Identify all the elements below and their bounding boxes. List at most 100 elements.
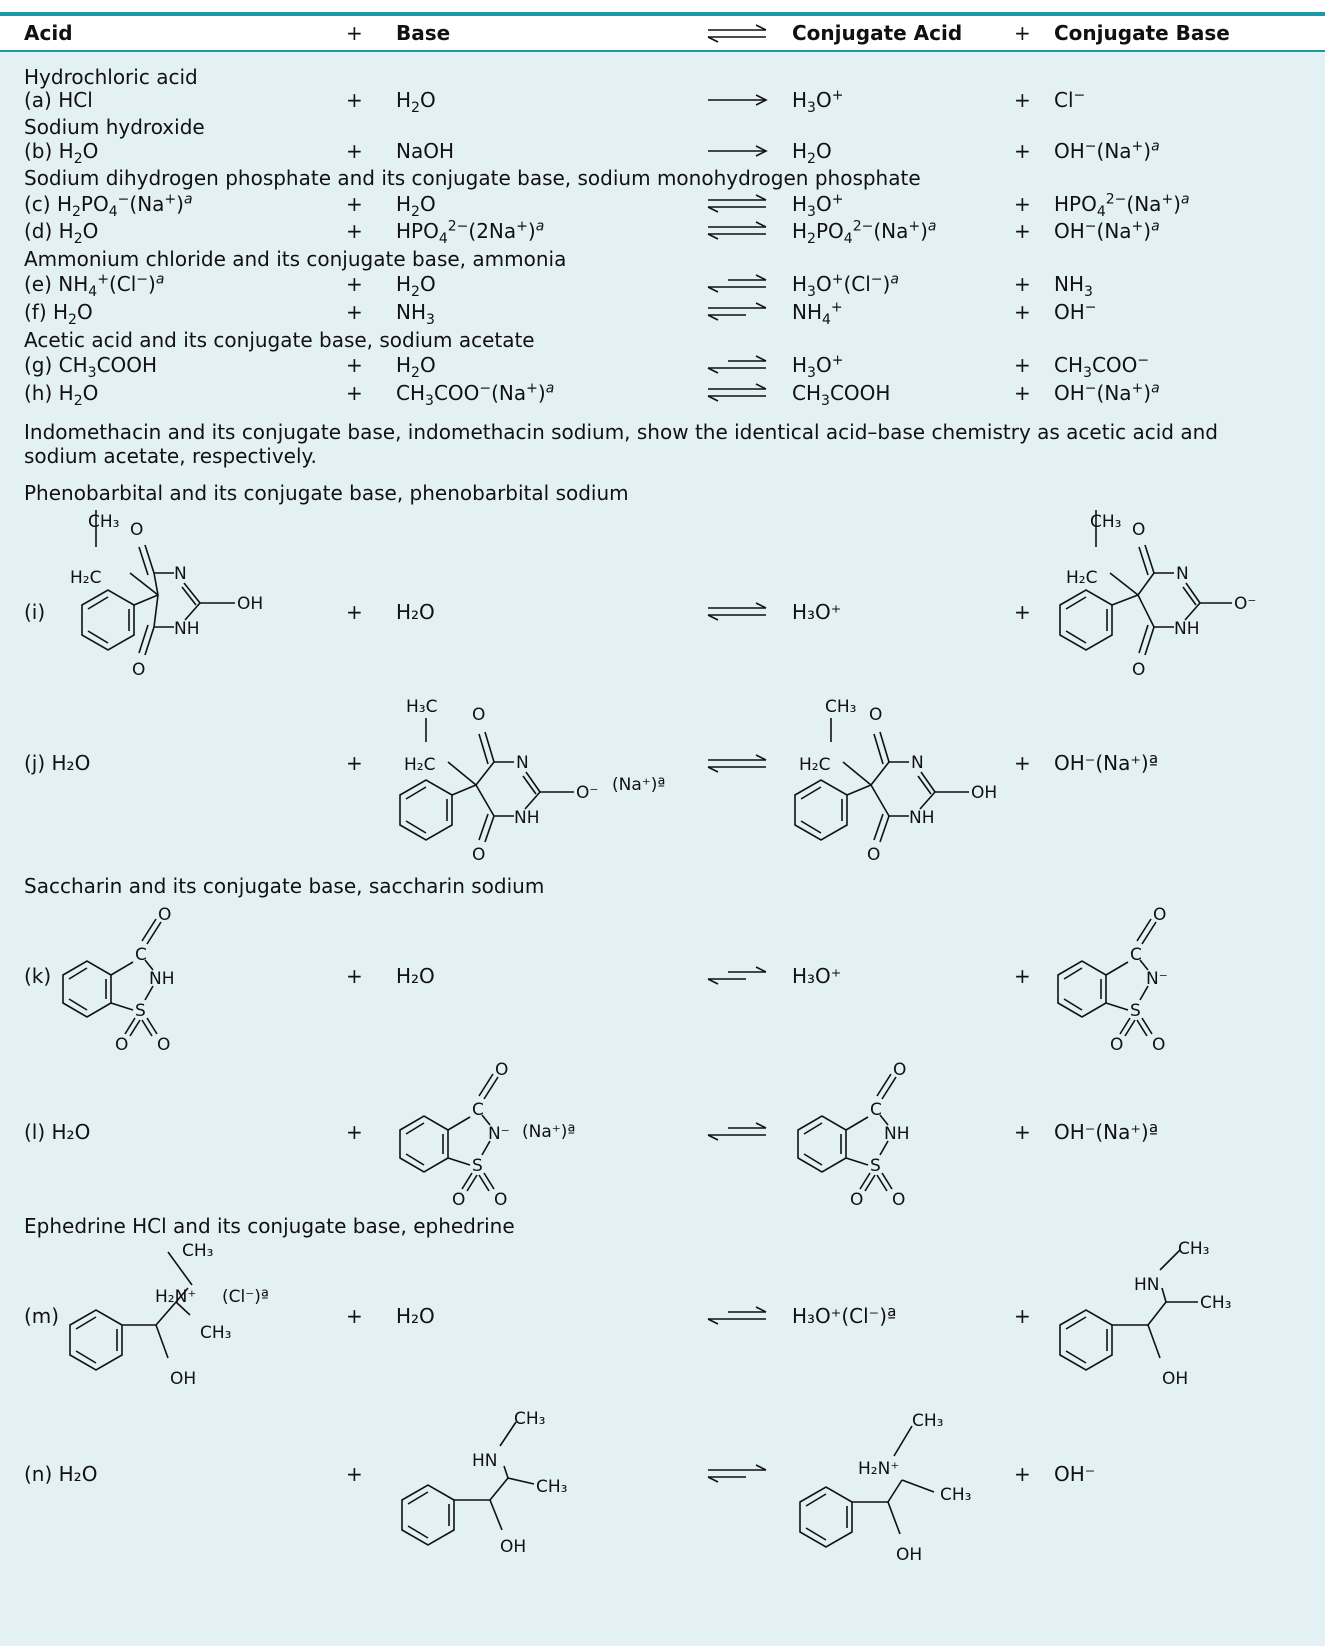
row-l-conj-base: OH⁻(Na⁺)ª <box>1054 1120 1159 1144</box>
row-m-plus: + <box>346 1304 363 1328</box>
n-minus-label: N⁻ <box>1146 969 1168 989</box>
ch3-lower-label: CH₃ <box>200 1323 231 1343</box>
c-label: C <box>870 1100 882 1120</box>
row-e-plus: + <box>346 272 363 296</box>
row-d-plus: + <box>346 219 363 243</box>
header-plus-2: + <box>1014 21 1031 45</box>
saccharin-sodium-structure-l: C O N⁻ (Na⁺)ª S O O <box>399 1060 575 1210</box>
row-g-base: H2O <box>396 353 436 381</box>
n-label: N <box>911 753 924 773</box>
nh-label: NH <box>884 1124 910 1144</box>
h2c-label: H₂C <box>799 755 830 775</box>
saccharin-structure-l: C O NH S O O <box>797 1060 910 1210</box>
row-c-plus-2: + <box>1014 192 1031 216</box>
row-m-label: (m) <box>24 1304 60 1328</box>
row-k-plus-2: + <box>1014 964 1031 988</box>
oh-label: OH <box>500 1537 526 1557</box>
header-equilibrium-arrow <box>707 24 767 43</box>
row-m-base: H₂O <box>396 1304 435 1328</box>
row-d-plus-2: + <box>1014 219 1031 243</box>
row-k-plus: + <box>346 964 363 988</box>
o-top-label: O <box>1132 520 1145 540</box>
row-b-plus-2: + <box>1014 139 1031 163</box>
row-d-equilibrium-arrow <box>707 221 767 240</box>
table-panel <box>0 12 1325 1646</box>
c-label: C <box>1130 945 1142 965</box>
row-c-equilibrium-arrow <box>707 194 767 213</box>
row-h-conj-acid: CH3COOH <box>792 381 891 409</box>
row-n-conj-base: OH⁻ <box>1054 1462 1096 1486</box>
s-label: S <box>1130 1001 1141 1021</box>
row-n-equilibrium-arrow <box>707 1464 767 1483</box>
row-d-base: HPO42−(2Na+)a <box>396 218 545 247</box>
row-g-acid: (g) CH3COOH <box>24 353 158 381</box>
o-right-label: O <box>494 1190 507 1210</box>
o-left-label: O <box>452 1190 465 1210</box>
row-a-plus-2: + <box>1014 88 1031 112</box>
row-f-plus: + <box>346 300 363 324</box>
row-n-plus: + <box>346 1462 363 1486</box>
ephedrine-structure-n: OH CH₃ HN CH₃ <box>401 1409 567 1557</box>
o-top-label: O <box>130 520 143 540</box>
row-j-equilibrium-arrow <box>707 754 767 773</box>
row-k-base: H₂O <box>396 964 435 988</box>
row-l-label: (l) H₂O <box>24 1120 91 1144</box>
header-conjugate-acid: Conjugate Acid <box>792 21 963 45</box>
row-b-base: NaOH <box>396 139 454 163</box>
row-j-plus-2: + <box>1014 751 1031 775</box>
c-label: C <box>472 1100 484 1120</box>
row-e-plus-2: + <box>1014 272 1031 296</box>
s-label: S <box>135 1001 146 1021</box>
row-j-label: (j) H₂O <box>24 751 91 775</box>
phenobarbital-anion-structure-i: H₂C CH₃ O N O⁻ NH O <box>1059 510 1256 680</box>
row-a-base: H2O <box>396 88 436 116</box>
oh-label: OH <box>971 783 997 803</box>
o-bottom-label: O <box>132 660 145 680</box>
row-b-conj-base: OH−(Na+)a <box>1054 138 1160 163</box>
row-h-base: CH3COO−(Na+)a <box>396 380 555 409</box>
o-bottom-label: O <box>1132 660 1145 680</box>
ch3-upper-label: CH₃ <box>514 1409 545 1429</box>
o-left-label: O <box>850 1190 863 1210</box>
table-header <box>0 16 1325 52</box>
top-margin <box>0 0 1325 12</box>
o-top-label: O <box>869 705 882 725</box>
row-i-equilibrium-arrow <box>707 602 767 621</box>
section-indomethacin-note: Indomethacin and its conjugate base, ind… <box>24 420 1218 468</box>
row-f-conj-acid: NH4+ <box>792 299 843 328</box>
section-acetic-acid: Acetic acid and its conjugate base, sodi… <box>24 328 535 352</box>
row-m-conj-acid: H₃O⁺(Cl⁻)ª <box>792 1304 897 1328</box>
oh-label: OH <box>896 1545 922 1565</box>
row-m-equilibrium-arrow <box>707 1306 767 1325</box>
row-b-conj-acid: H2O <box>792 139 832 167</box>
s-label: S <box>472 1156 483 1176</box>
row-e-conj-acid: H3O+(Cl−)a <box>792 271 899 300</box>
header-plus-1: + <box>346 21 363 45</box>
row-g-conj-acid: H3O+ <box>792 352 844 381</box>
o-right-label: O <box>1152 1035 1165 1055</box>
row-l-plus: + <box>346 1120 363 1144</box>
row-b-plus: + <box>346 139 363 163</box>
oh-label: OH <box>237 594 263 614</box>
h2n-plus-label: H₂N⁺ <box>155 1287 196 1307</box>
row-f-conj-base: OH− <box>1054 299 1097 324</box>
ch3-label: CH₃ <box>88 512 119 532</box>
row-h-plus-2: + <box>1014 381 1031 405</box>
section-phenobarbital: Phenobarbital and its conjugate base, ph… <box>24 481 629 505</box>
o-minus-label: O⁻ <box>1234 594 1256 614</box>
na-label: (Na⁺)ª <box>522 1122 575 1142</box>
ch3-label: CH₃ <box>1090 512 1121 532</box>
section-ephedrine: Ephedrine HCl and its conjugate base, ep… <box>24 1214 515 1238</box>
row-a-acid: (a) HCl <box>24 88 93 112</box>
na-label: (Na⁺)ª <box>612 775 665 795</box>
row-n-label: (n) H₂O <box>24 1462 98 1486</box>
hn-label: HN <box>472 1451 498 1471</box>
row-i-conj-acid: H₃O⁺ <box>792 600 842 624</box>
o-top-label: O <box>472 705 485 725</box>
row-c-acid: (c) H2PO4−(Na+)a <box>24 191 193 220</box>
section-phosphate: Sodium dihydrogen phosphate and its conj… <box>24 166 921 190</box>
nh-label: NH <box>514 808 540 828</box>
h2c-label: H₂C <box>1066 568 1097 588</box>
ch3-upper-label: CH₃ <box>1178 1239 1209 1259</box>
row-c-plus: + <box>346 192 363 216</box>
